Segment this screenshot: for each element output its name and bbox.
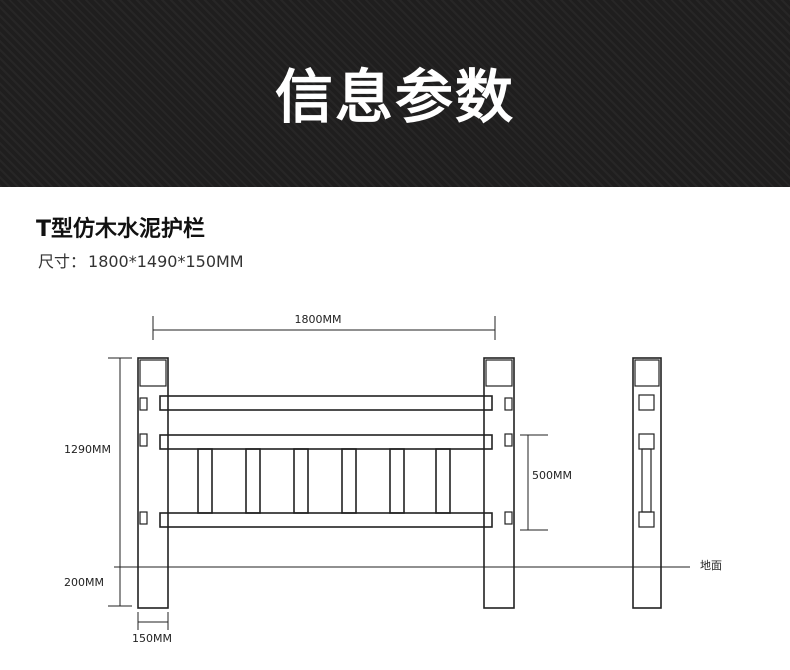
left-post-cap: [139, 359, 167, 387]
post-width-dimension: [137, 612, 169, 630]
product-size: 尺寸：1800*1490*150MM: [36, 248, 244, 272]
middle-rail: [159, 434, 493, 450]
side-view-baluster: [641, 448, 652, 513]
post-width-label: 150MM: [132, 632, 172, 645]
size-label: 尺寸：: [38, 252, 87, 271]
right-post-slot-2: [504, 433, 513, 447]
baluster: [341, 448, 357, 514]
baluster: [197, 448, 213, 514]
banner-title: 信息参数: [274, 63, 515, 131]
top-rail: [159, 395, 493, 411]
left-post-slot-3: [139, 511, 148, 525]
side-view-cap: [634, 359, 660, 387]
side-view-slot-top: [638, 394, 655, 411]
height-label: 1290MM: [64, 443, 111, 456]
bottom-rail: [159, 512, 493, 528]
left-post-slot-2: [139, 433, 148, 447]
baluster: [293, 448, 309, 514]
side-view-post: [632, 357, 662, 609]
buried-depth-label: 200MM: [64, 576, 104, 589]
rail-gap-dimension: [520, 434, 548, 531]
product-name: T型仿木水泥护栏: [36, 217, 206, 242]
baluster: [389, 448, 405, 514]
size-value: 1800*1490*150MM: [88, 252, 244, 271]
ground-label: 地面: [700, 559, 722, 572]
right-post-slot-1: [504, 397, 513, 411]
height-dimension: [108, 357, 132, 607]
width-dimension: [152, 316, 496, 340]
rail-gap-label: 500MM: [532, 469, 572, 482]
left-post-slot-1: [139, 397, 148, 411]
width-label: 1800MM: [295, 313, 342, 326]
baluster: [245, 448, 261, 514]
baluster: [435, 448, 451, 514]
side-view-slot-bottom: [638, 511, 655, 528]
header-banner: 信息参数: [0, 0, 790, 187]
side-view-slot-middle: [638, 433, 655, 450]
right-post-slot-3: [504, 511, 513, 525]
right-post: [483, 357, 515, 609]
right-post-cap: [485, 359, 513, 387]
left-post: [137, 357, 169, 609]
